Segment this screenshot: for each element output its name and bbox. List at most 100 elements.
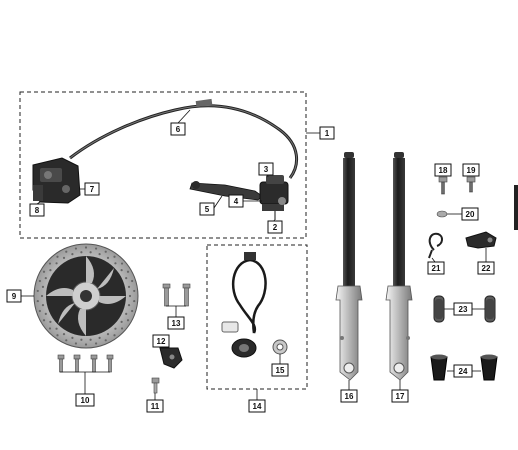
disc-vent-hole [71,336,74,339]
disc-vent-hole [38,279,41,283]
callout-13: 13 [167,316,185,330]
disc-vent-hole [84,343,88,346]
callout-9: 9 [6,289,22,303]
callout-7-label: 7 [90,185,95,194]
disc-vent-hole [127,304,131,307]
disc-vent-hole [74,342,78,345]
brake-hose [69,98,299,179]
fork-left [335,152,363,381]
fork-seals [430,354,498,381]
callout-23: 23 [453,302,473,316]
callout-6-label: 6 [176,125,181,134]
callout-19-label: 19 [467,166,476,175]
callout-2: 2 [267,220,283,234]
speedo-drive-group-frame [206,244,308,390]
callout-3: 3 [258,162,274,176]
speedometer-gearbox [231,338,257,358]
disc-vent-hole [71,253,74,256]
disc-vent-hole [48,262,52,265]
brake-caliper [32,157,81,204]
disc-vent-hole [114,327,117,330]
disc-vent-hole [128,294,132,298]
disc-vent-hole [106,333,110,336]
disc-vent-hole [89,338,92,341]
disc-bolts [57,354,114,373]
disc-vent-hole [55,262,58,265]
disc-vent-hole [41,285,45,288]
speedometer-cable [221,252,267,334]
speedo-seal [272,339,288,355]
disc-vent-hole [62,333,66,336]
callout-15: 15 [271,363,289,377]
disc-vent-hole [41,304,45,307]
disc-vent-hole [133,289,136,293]
disc-vent-hole [131,309,134,313]
disc-vent-hole [80,338,83,341]
callout-10-label: 10 [81,396,90,405]
cable-clip [428,232,443,259]
hose-clamp-bracket [159,347,183,369]
callout-18-label: 18 [439,166,448,175]
callout-2-label: 2 [273,223,278,232]
callout-7: 7 [84,182,100,196]
callouts: 1 2 3 4 5 6 7 8 9 10 11 12 13 14 15 16 1… [6,122,495,413]
callout-8-label: 8 [35,206,40,215]
disc-vent-hole [120,327,124,330]
disc-vent-hole [65,250,68,253]
disc-vent-hole [125,312,128,315]
brake-assembly-group-frame [19,91,307,239]
disc-vent-hole [106,256,110,259]
master-cylinder-lever [189,175,289,220]
disc-vent-hole [42,270,46,273]
callout-5: 5 [199,202,215,216]
callout-10: 10 [75,393,95,407]
disc-vent-hole [62,256,66,259]
bracket-screw [151,377,160,394]
callout-20-label: 20 [466,210,475,219]
callout-16-label: 16 [345,392,354,401]
disc-vent-hole [98,336,101,339]
callout-21-label: 21 [432,264,441,273]
callout-14-label: 14 [253,402,262,411]
disc-vent-hole [49,269,52,272]
callout-12-label: 12 [157,337,166,346]
disc-vent-hole [40,294,44,298]
callout-19: 19 [462,163,480,177]
disc-vent-hole [84,246,88,249]
callout-8: 8 [29,203,45,217]
disc-vent-hole [65,339,68,342]
disc-vent-hole [98,253,101,256]
disc-vent-hole [125,277,128,280]
disc-vent-hole [120,262,124,265]
disc-vent-hole [42,319,46,322]
callout-24: 24 [453,364,473,378]
callout-23-label: 23 [459,305,468,314]
callout-1-label: 1 [325,129,330,138]
callout-14: 14 [248,399,266,413]
callout-17: 17 [391,389,409,403]
callout-21: 21 [427,261,445,275]
disc-vent-hole [94,342,98,345]
callout-20: 20 [461,207,479,221]
callout-18: 18 [434,163,452,177]
callout-3-label: 3 [264,165,269,174]
disc-vent-hole [44,277,47,280]
callout-22: 22 [477,261,495,275]
disc-vent-hole [48,327,52,330]
disc-vent-hole [49,320,52,323]
disc-vent-hole [133,299,136,303]
disc-vent-hole [36,299,39,303]
callout-17-label: 17 [396,392,405,401]
disc-vent-hole [89,251,92,254]
disc-vent-hole [94,247,98,250]
callout-13-label: 13 [172,319,181,328]
callout-12: 12 [152,334,170,348]
callout-4-label: 4 [234,197,239,206]
disc-vent-hole [126,319,130,322]
callout-11-label: 11 [151,402,160,411]
disc-vent-hole [113,334,116,337]
callout-6: 6 [170,122,186,136]
disc-vent-hole [36,289,39,293]
callout-15-label: 15 [276,366,285,375]
